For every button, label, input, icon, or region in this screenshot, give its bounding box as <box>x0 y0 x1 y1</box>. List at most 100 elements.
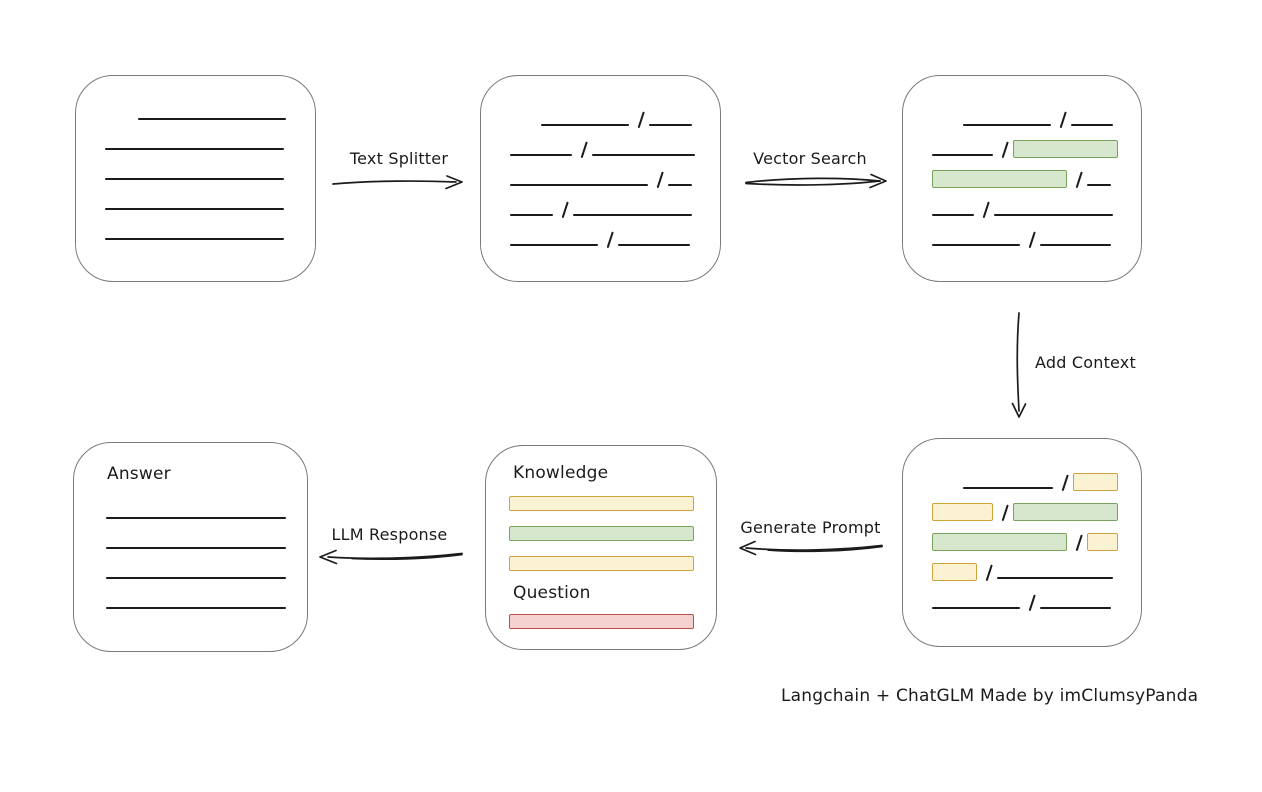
slash-separator <box>1059 111 1067 129</box>
slash-separator <box>1028 594 1036 612</box>
text-row <box>903 158 1141 189</box>
text-line <box>1039 607 1111 609</box>
text-line <box>996 577 1114 579</box>
text-line <box>104 178 284 180</box>
generate-prompt-label: Generate Prompt <box>740 518 881 537</box>
text-line <box>931 607 1020 609</box>
slash-separator <box>1075 171 1083 189</box>
yellow-highlight-chunk <box>1087 533 1119 551</box>
context-text-rows <box>903 439 1141 612</box>
text-line <box>509 214 553 216</box>
knowledge-title: Knowledge <box>513 463 609 483</box>
llm-response-arrow <box>319 549 463 565</box>
search-results-node <box>902 75 1142 282</box>
context-node <box>902 438 1142 647</box>
text-line <box>931 154 994 156</box>
text-row <box>481 218 720 249</box>
text-row <box>903 188 1141 219</box>
text-row <box>903 128 1141 159</box>
text-line <box>104 238 284 240</box>
result-text-rows <box>903 76 1141 249</box>
slash-separator <box>606 231 614 249</box>
text-line <box>1070 124 1114 126</box>
text-line <box>509 184 649 186</box>
green-knowledge-bar <box>509 526 694 541</box>
text-line <box>1087 184 1111 186</box>
slash-separator <box>1075 534 1083 552</box>
text-line <box>104 148 284 150</box>
question-title: Question <box>513 583 591 603</box>
text-line <box>1039 244 1111 246</box>
yellow-highlight-chunk <box>1072 473 1119 491</box>
slash-separator <box>561 201 569 219</box>
text-line <box>962 124 1051 126</box>
text-line <box>649 124 693 126</box>
green-highlight-chunk <box>1013 140 1119 158</box>
slash-separator <box>1061 474 1069 492</box>
text-line <box>931 214 975 216</box>
vector-search-arrow <box>745 173 887 189</box>
text-row <box>903 461 1141 492</box>
split-chunks-node <box>480 75 721 282</box>
text-row <box>76 212 315 242</box>
slash-separator <box>1028 231 1036 249</box>
answer-text-lines <box>106 517 286 637</box>
text-line <box>931 244 1020 246</box>
text-row <box>76 152 315 182</box>
slash-separator <box>1002 504 1010 522</box>
yellow-highlight-chunk <box>931 503 994 521</box>
text-splitter-arrow <box>332 175 463 190</box>
text-line <box>668 184 693 186</box>
chunk-text-rows <box>481 76 720 249</box>
source-document-node <box>75 75 316 282</box>
text-row <box>76 122 315 152</box>
add-context-arrow <box>1011 312 1027 418</box>
text-row <box>481 188 720 219</box>
answer-text-line <box>106 517 286 519</box>
text-line <box>104 208 284 210</box>
green-highlight-chunk <box>931 533 1068 551</box>
document-text-rows <box>76 76 315 242</box>
slash-separator <box>983 201 991 219</box>
green-highlight-chunk <box>1013 503 1119 521</box>
text-line <box>994 214 1114 216</box>
yellow-knowledge-bar <box>509 496 694 511</box>
slash-separator <box>637 111 645 129</box>
text-row <box>903 491 1141 522</box>
text-line <box>509 244 599 246</box>
text-line <box>591 154 695 156</box>
slash-separator <box>580 141 588 159</box>
generate-prompt-arrow <box>739 540 883 556</box>
answer-text-line <box>106 547 286 549</box>
answer-title: Answer <box>107 464 171 484</box>
llm-response-label: LLM Response <box>331 525 448 544</box>
slash-separator <box>985 564 993 582</box>
text-line <box>572 214 693 216</box>
answer-text-line <box>106 577 286 579</box>
yellow-highlight-chunk <box>931 563 977 581</box>
slash-separator <box>656 171 665 189</box>
answer-node: Answer <box>73 442 308 652</box>
yellow-knowledge-bar <box>509 556 694 571</box>
text-row <box>481 158 720 189</box>
green-highlight-chunk <box>931 170 1068 188</box>
answer-text-line <box>106 607 286 609</box>
slash-separator <box>1002 141 1010 159</box>
text-line <box>962 487 1053 489</box>
text-line <box>509 154 572 156</box>
text-row <box>76 182 315 212</box>
text-row <box>903 551 1141 582</box>
prompt-node: Knowledge Question <box>485 445 717 650</box>
text-line <box>618 244 690 246</box>
add-context-label: Add Context <box>1035 353 1136 372</box>
diagram-caption: Langchain + ChatGLM Made by imClumsyPand… <box>781 686 1199 706</box>
text-row <box>903 98 1141 129</box>
text-row <box>481 98 720 129</box>
text-row <box>903 521 1141 552</box>
text-splitter-label: Text Splitter <box>349 149 449 168</box>
vector-search-label: Vector Search <box>753 149 867 168</box>
text-row <box>76 92 315 122</box>
question-bar <box>509 614 694 629</box>
knowledge-bars <box>509 496 694 586</box>
